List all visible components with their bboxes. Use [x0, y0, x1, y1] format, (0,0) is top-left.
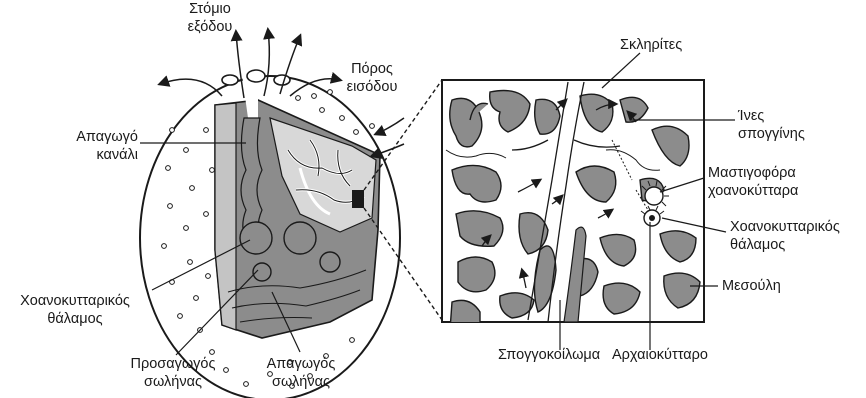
- label-apagogos-line2: σωλήνας: [246, 373, 356, 391]
- label-mastigofora: Μαστιγοφόρα χοανοκύτταρα: [708, 164, 798, 200]
- label-prosagogos: Προσαγωγός σωλήνας: [108, 355, 238, 391]
- label-stomio: Στόμιο εξόδου: [170, 0, 250, 36]
- label-prosagogos-line2: σωλήνας: [108, 373, 238, 391]
- label-spongokoiloma: Σπογγοκοίλωμα: [498, 346, 600, 364]
- label-ines-line2: σπογγίνης: [738, 125, 805, 143]
- label-apagogo-kanali-line1: Απαγωγό: [18, 128, 138, 146]
- label-poros-line1: Πόρος: [332, 60, 412, 78]
- label-choano-thalamos-right-line2: θάλαμος: [730, 236, 840, 254]
- label-mastigofora-line2: χοανοκύτταρα: [708, 182, 798, 200]
- label-apagogo-kanali: Απαγωγό κανάλι: [18, 128, 138, 164]
- osculum-openings: [222, 70, 290, 85]
- label-poros-line2: εισόδου: [332, 78, 412, 96]
- label-mesoyli: Μεσούλη: [722, 277, 781, 295]
- label-archaiokyttaro: Αρχαιοκύτταρο: [612, 346, 708, 364]
- label-ines: Ίνες σπογγίνης: [738, 107, 805, 143]
- label-choano-thalamos-left: Χοανοκυτταρικός θάλαμος: [0, 292, 150, 328]
- magnified-section: [442, 80, 704, 330]
- label-choano-thalamos-right: Χοανοκυτταρικός θάλαμος: [730, 218, 840, 254]
- label-prosagogos-line1: Προσαγωγός: [108, 355, 238, 373]
- label-mastigofora-line1: Μαστιγοφόρα: [708, 164, 798, 182]
- label-apagogos: Απαγωγός σωλήνας: [246, 355, 356, 391]
- label-choano-thalamos-right-line1: Χοανοκυτταρικός: [730, 218, 840, 236]
- label-choano-thalamos-left-line2: θάλαμος: [0, 310, 150, 328]
- label-apagogos-line1: Απαγωγός: [246, 355, 356, 373]
- label-ines-line1: Ίνες: [738, 107, 805, 125]
- label-apagogo-kanali-line2: κανάλι: [18, 146, 138, 164]
- label-sklirites: Σκληρίτες: [620, 36, 682, 54]
- label-stomio-line1: Στόμιο: [170, 0, 250, 18]
- label-stomio-line2: εξόδου: [170, 18, 250, 36]
- label-choano-thalamos-left-line1: Χοανοκυτταρικός: [0, 292, 150, 310]
- label-poros: Πόρος εισόδου: [332, 60, 412, 96]
